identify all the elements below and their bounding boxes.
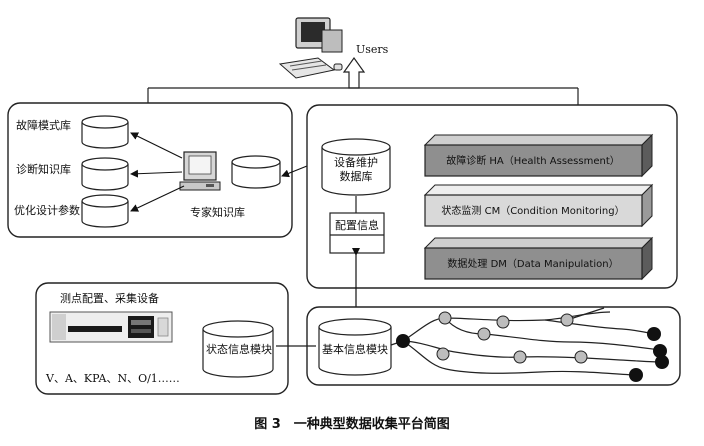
expert-db-label: 专家知识库 [190, 205, 245, 219]
users-computer-icon [278, 17, 343, 79]
module-cm-label: 状态监测 CM（Condition Monitoring） [441, 204, 624, 217]
module-dm [423, 236, 654, 281]
acquisition-device-icon [49, 311, 173, 343]
design-params-db-icon [81, 194, 129, 228]
module-dm-label: 数据处理 DM（Data Manipulation） [447, 257, 618, 270]
module-ha-label: 故障诊断 HA（Health Assessment） [446, 154, 620, 167]
status-db-icon [202, 320, 274, 378]
fault-mode-db-icon [81, 115, 129, 149]
expert-computer-icon [179, 151, 221, 191]
equipment-db-label-2: 数据库 [340, 169, 373, 183]
basic-module-label: 基本信息模块 [322, 342, 388, 356]
module-ha [423, 133, 654, 178]
equipment-db-label-1: 设备维护 [334, 155, 378, 169]
connector-bracket [147, 87, 579, 105]
basic-db-icon [318, 318, 392, 376]
diagnosis-db-label: 诊断知识库 [16, 162, 71, 176]
signals-label: V、A、KPA、N、O/1…… [45, 372, 180, 385]
users-label: Users [356, 43, 389, 56]
config-info-label: 配置信息 [335, 218, 379, 232]
fault-mode-db-label: 故障模式库 [16, 118, 71, 132]
status-module-label: 状态信息模块 [206, 342, 272, 356]
figure-caption: 图 3 一种典型数据收集平台简图 [254, 416, 450, 432]
sensor-network [396, 307, 669, 382]
users-up-arrow [342, 56, 366, 89]
acquisition-title: 测点配置、采集设备 [60, 291, 159, 305]
module-cm [423, 183, 654, 228]
equipment-db-icon [321, 138, 391, 196]
diagnosis-db-icon [81, 157, 129, 191]
knowledge-panel [7, 102, 293, 238]
design-params-label: 优化设计参数 [14, 203, 80, 217]
expert-db-icon [231, 155, 281, 189]
expert-arrows [130, 132, 318, 212]
config-info-box [329, 212, 385, 254]
